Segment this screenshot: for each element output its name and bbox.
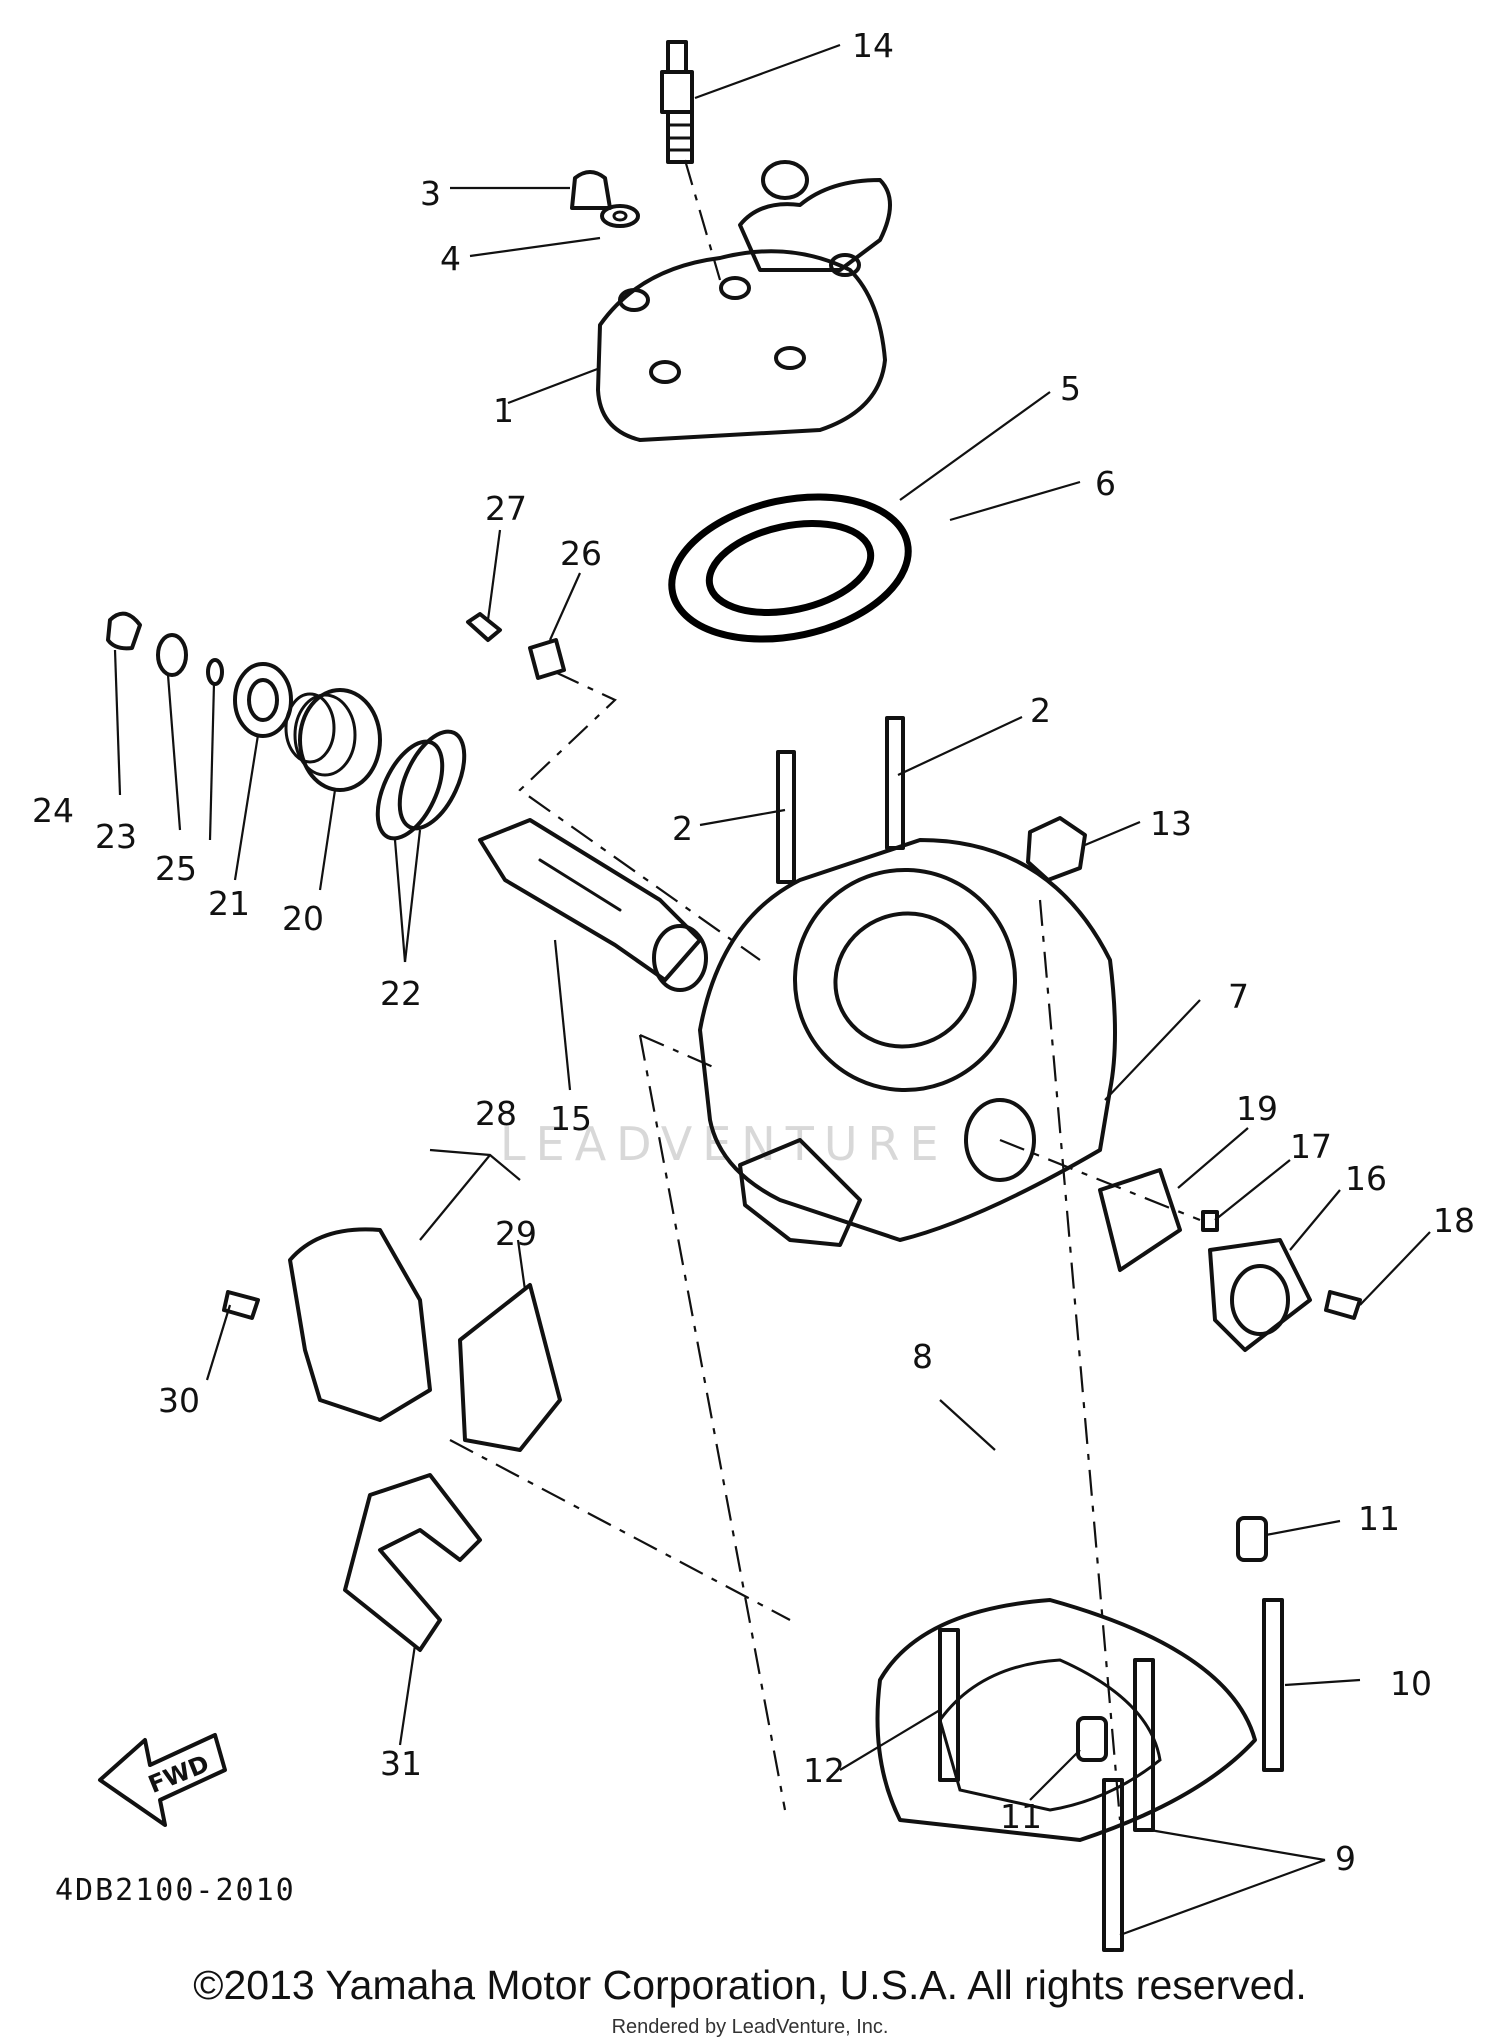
callout-9: 9 <box>1335 1839 1356 1878</box>
spark-plug-part <box>660 40 694 164</box>
fwd-arrow-icon: FWD <box>98 1733 227 1827</box>
callout-25: 25 <box>155 849 197 888</box>
bolt-30-part <box>222 1290 260 1320</box>
callout-20: 20 <box>282 899 324 938</box>
exhaust-valve-part <box>478 818 708 992</box>
stud-12-part <box>938 1628 960 1782</box>
callout-13: 13 <box>1150 804 1192 843</box>
callout-2a: 2 <box>672 809 693 848</box>
stud-9b-part <box>1102 1778 1124 1952</box>
callout-26: 26 <box>560 534 602 573</box>
seal-21-part <box>233 662 293 738</box>
nut-13-part <box>1026 816 1087 882</box>
callout-6: 6 <box>1095 464 1116 503</box>
pulley-20-part <box>284 688 382 792</box>
callout-24: 24 <box>32 791 74 830</box>
callout-11a: 11 <box>1358 1499 1400 1538</box>
callout-8: 8 <box>912 1337 933 1376</box>
callout-10: 10 <box>1390 1664 1432 1703</box>
stud-9a-part <box>1133 1658 1155 1832</box>
collar-23-part <box>156 633 188 677</box>
head-gasket-part <box>668 493 912 643</box>
callout-11b: 11 <box>1000 1797 1042 1836</box>
callout-3: 3 <box>420 174 441 213</box>
callout-22: 22 <box>380 974 422 1013</box>
stud-2b-part <box>885 716 905 850</box>
bracket-31-part <box>343 1473 482 1652</box>
callout-30: 30 <box>158 1381 200 1420</box>
cylinder-head-part <box>596 160 892 442</box>
pin-17-part <box>1201 1210 1219 1232</box>
cover-16-part <box>1208 1238 1312 1352</box>
callout-23: 23 <box>95 817 137 856</box>
callout-numbers: 1 2 2 3 4 5 6 7 8 9 10 11 11 12 13 14 15… <box>32 26 1475 1878</box>
callout-19: 19 <box>1236 1089 1278 1128</box>
callout-16: 16 <box>1345 1159 1387 1198</box>
callout-4: 4 <box>440 239 461 278</box>
cap-24-part <box>106 611 142 651</box>
callout-29: 29 <box>495 1214 537 1253</box>
cap-nut-part <box>570 170 612 210</box>
callout-7: 7 <box>1228 977 1249 1016</box>
reed-valve-28-part <box>288 1227 432 1422</box>
rings-22-part <box>375 729 467 841</box>
callout-14: 14 <box>852 26 894 65</box>
callout-12: 12 <box>803 1751 845 1790</box>
oring-25-part <box>206 658 224 686</box>
callout-21: 21 <box>208 884 250 923</box>
plate-26-part <box>528 638 566 680</box>
catalog-code: 4DB2100-2010 <box>55 1873 296 1908</box>
callout-2b: 2 <box>1030 691 1051 730</box>
rendered-by-credit: Rendered by LeadVenture, Inc. <box>611 2016 889 2038</box>
stud-10-part <box>1262 1598 1284 1772</box>
dowel-11b-part <box>1076 1716 1108 1762</box>
cylinder-part <box>698 838 1117 1247</box>
bolt-27-part <box>466 612 502 642</box>
callout-28: 28 <box>475 1094 517 1133</box>
washer-part <box>600 204 640 228</box>
callout-31: 31 <box>380 1744 422 1783</box>
callout-18: 18 <box>1433 1201 1475 1240</box>
callout-17: 17 <box>1290 1127 1332 1166</box>
stud-2a-part <box>776 750 796 884</box>
leader-lines <box>113 43 1431 1937</box>
base-gasket-part <box>875 1598 1257 1842</box>
alignment-lines <box>449 159 1201 1821</box>
dowel-11a-part <box>1236 1516 1268 1562</box>
callout-15: 15 <box>550 1099 592 1138</box>
bolt-18-part <box>1324 1290 1362 1320</box>
copyright-notice: ©2013 Yamaha Motor Corporation, U.S.A. A… <box>193 1962 1307 2008</box>
callout-27: 27 <box>485 489 527 528</box>
gasket-19-part <box>1098 1168 1182 1272</box>
callout-5: 5 <box>1060 369 1081 408</box>
gasket-29-part <box>458 1283 562 1452</box>
callout-1: 1 <box>493 391 514 430</box>
